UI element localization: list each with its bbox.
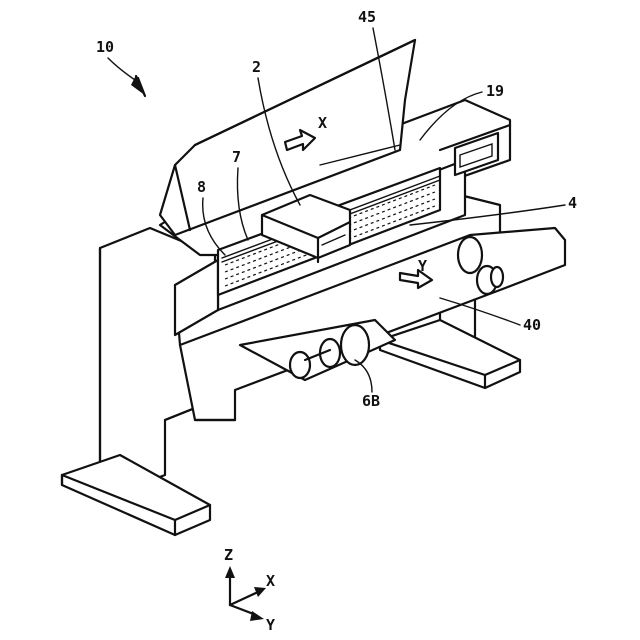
svg-text:45: 45 <box>358 8 376 26</box>
coordinate-axes: Z X Y <box>224 546 275 634</box>
ref-6b: 6B <box>355 360 380 410</box>
svg-text:4: 4 <box>568 194 577 212</box>
svg-text:6B: 6B <box>362 392 380 410</box>
svg-text:10: 10 <box>96 38 114 56</box>
svg-text:X: X <box>318 114 327 132</box>
svg-text:Y: Y <box>418 257 427 275</box>
axis-z-label: Z <box>224 546 233 564</box>
axis-x-label: X <box>266 572 275 590</box>
svg-text:40: 40 <box>523 316 541 334</box>
ref-10: 10 <box>96 38 146 96</box>
svg-text:7: 7 <box>232 148 241 166</box>
svg-text:2: 2 <box>252 58 261 76</box>
svg-text:8: 8 <box>197 178 206 196</box>
svg-text:19: 19 <box>486 82 504 100</box>
axis-y-label: Y <box>266 616 275 634</box>
